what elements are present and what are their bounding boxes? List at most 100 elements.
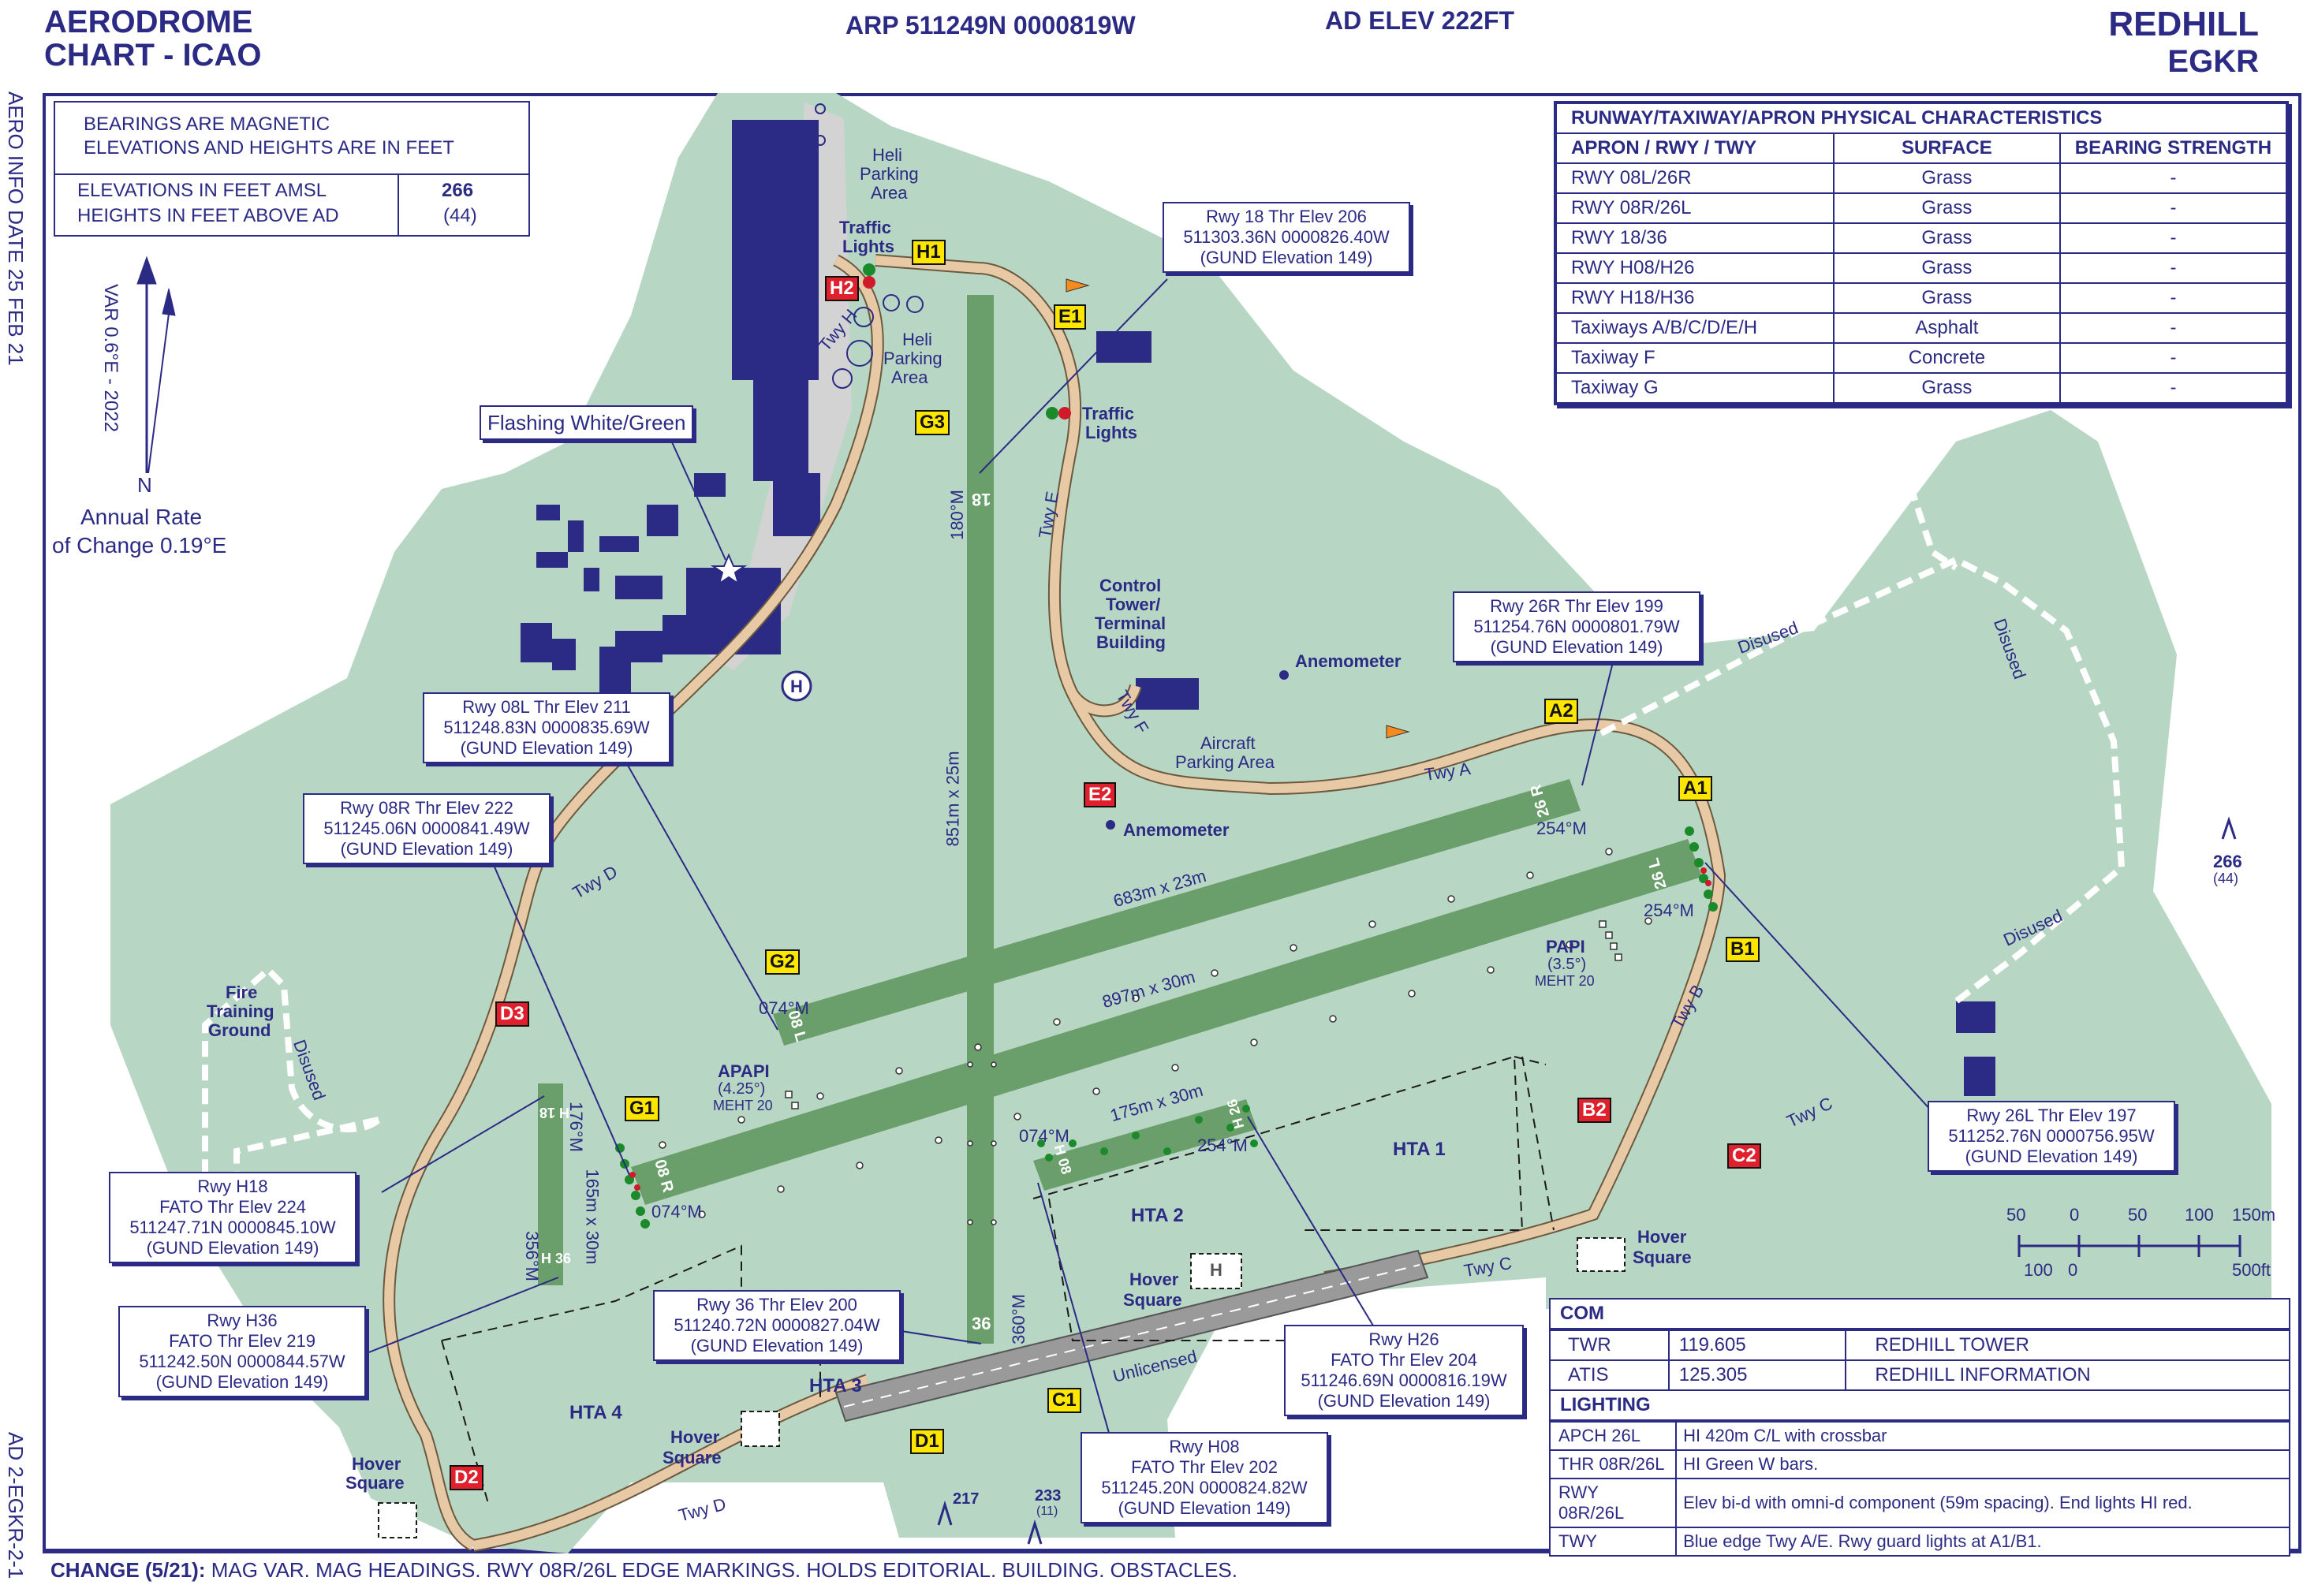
threshold-lights-h08-h26	[1037, 1105, 1258, 1162]
label-rwh26: H 26	[1223, 1097, 1248, 1131]
table-cell: -	[2059, 342, 2288, 374]
label-traffic2b: Lights	[1085, 423, 1137, 442]
hold-H2: H2	[825, 276, 859, 301]
hold-C1: C1	[1047, 1388, 1081, 1413]
table-cell: THR 08R/26L	[1551, 1449, 1678, 1479]
table-cell: RWY 08L/26R	[1555, 162, 1835, 194]
label-anemometer1: Anemometer	[1295, 651, 1402, 671]
label-dim683: 683m x 23m	[1110, 865, 1209, 912]
table-cell: Grass	[1832, 222, 2061, 254]
label-brg254b: 254°M	[1644, 901, 1694, 920]
runway-08r-26l	[631, 839, 1702, 1205]
label-obs217: 217	[953, 1490, 980, 1508]
physical-title: RUNWAY/TAXIWAY/APRON PHYSICAL CHARACTERI…	[1555, 103, 2287, 134]
label-hta2: HTA 2	[1131, 1205, 1184, 1226]
table-cell: -	[2059, 192, 2288, 224]
annual-rate-1: Annual Rate	[80, 505, 203, 529]
label-fire2: Training	[207, 1001, 274, 1021]
label-hover4a: Hover	[352, 1454, 401, 1474]
label-hover1a: Hover	[1129, 1270, 1179, 1289]
callout-rwyh18: Rwy H18 FATO Thr Elev 224 511247.71N 000…	[109, 1172, 356, 1263]
table-cell: Grass	[1832, 162, 2061, 194]
hold-E2: E2	[1084, 782, 1117, 807]
table-cell: ATIS	[1551, 1359, 1670, 1391]
label-brg360: 360°M	[1008, 1294, 1028, 1344]
label-brg254a: 254°M	[1536, 819, 1587, 838]
callout-rwy26r-line1: Rwy 26R Thr Elev 199	[1490, 596, 1663, 616]
scale-m-0: 50	[2006, 1205, 2026, 1225]
annual-rate-2: of Change 0.19°E	[52, 533, 227, 557]
label-tower2: Tower/	[1106, 595, 1161, 614]
callout-rwy18: Rwy 18 Thr Elev 206 511303.36N 0000826.4…	[1163, 202, 1410, 273]
table-cell: RWY 08R/26L	[1555, 192, 1835, 224]
label-hover4b: Square	[345, 1473, 405, 1493]
label-fire3: Ground	[208, 1020, 271, 1040]
physical-characteristics-table: RUNWAY/TAXIWAY/APRON PHYSICAL CHARACTERI…	[1555, 103, 2288, 404]
arp-label: ARP 511249N 0000819W	[845, 11, 1136, 39]
callout-rwyh36-line1: Rwy H36	[207, 1311, 278, 1330]
label-brg180: 180°M	[946, 490, 967, 540]
label-hta3: HTA 3	[809, 1375, 862, 1396]
table-cell: REDHILL TOWER	[1845, 1329, 2289, 1361]
label-traffic2a: Traffic	[1082, 404, 1135, 423]
label-dim851: 851m x 25m	[942, 751, 963, 847]
callout-rwy36-line3: (GUND Elevation 149)	[690, 1336, 864, 1355]
callout-rwy26l: Rwy 26L Thr Elev 197 511252.76N 0000756.…	[1928, 1101, 2175, 1172]
table-cell: Asphalt	[1832, 312, 2061, 344]
table-cell: Concrete	[1832, 342, 2061, 374]
flashing-label: Flashing White/Green	[487, 411, 686, 434]
table-cell: Elev bi-d with omni-d component (59m spa…	[1675, 1478, 2289, 1528]
table-cell: 125.305	[1667, 1359, 1847, 1391]
physical-header-1: APRON / RWY / TWY	[1555, 132, 1835, 164]
runway-08l-26r	[773, 779, 1581, 1046]
table-cell: Grass	[1832, 282, 2061, 314]
label-helipad: H	[790, 677, 803, 696]
callout-rwyh26-line1: Rwy H26	[1368, 1329, 1439, 1349]
callout-rwyh18-line4: (GUND Elevation 149)	[146, 1238, 319, 1258]
table-cell: TWY	[1551, 1527, 1678, 1555]
label-rw36: 36	[972, 1314, 991, 1333]
label-papi1: PAPI	[1546, 937, 1585, 956]
aerodrome-icao: EGKR	[2167, 44, 2259, 79]
callout-rwyh26: Rwy H26 FATO Thr Elev 204 511246.69N 000…	[1284, 1325, 1524, 1416]
lighting-title: LIGHTING	[1551, 1391, 2289, 1421]
label-twy-c1: Twy C	[1783, 1093, 1836, 1132]
label-rwh08: H 08	[1051, 1143, 1075, 1176]
table-cell: Grass	[1832, 252, 2061, 284]
label-heli1b: Parking	[860, 164, 919, 184]
label-heli2b: Parking	[883, 349, 942, 368]
hold-B2: B2	[1577, 1098, 1611, 1123]
notes-divider	[55, 173, 528, 175]
threshold-lights-08r	[615, 1143, 650, 1229]
table-cell: -	[2059, 222, 2288, 254]
callout-rwyh18-line2: FATO Thr Elev 224	[159, 1197, 306, 1217]
traffic-light-glyphs	[863, 263, 1071, 420]
table-cell: -	[2059, 162, 2288, 194]
label-hover-h1: H	[1210, 1260, 1222, 1280]
label-anemometer2: Anemometer	[1123, 820, 1230, 840]
callout-rwy08r-line3: (GUND Elevation 149)	[340, 839, 513, 859]
label-twy-c2: Twy C	[1462, 1252, 1514, 1281]
threshold-lights-26l	[1685, 826, 1718, 912]
callout-rwy26r: Rwy 26R Thr Elev 199 511254.76N 0000801.…	[1453, 591, 1700, 662]
callout-rwy08l-line1: Rwy 08L Thr Elev 211	[462, 697, 631, 717]
red-end-lights	[629, 867, 1711, 1191]
scale-m-2: 50	[2128, 1205, 2148, 1225]
callout-rwy26l-line3: (GUND Elevation 149)	[1965, 1147, 2138, 1166]
callout-rwy08r: Rwy 08R Thr Elev 222 511245.06N 0000841.…	[303, 793, 551, 864]
callout-rwy18-line3: (GUND Elevation 149)	[1200, 248, 1373, 267]
label-papi2: (3.5°)	[1547, 956, 1587, 973]
callout-rwy26r-line2: 511254.76N 0000801.79W	[1473, 617, 1680, 636]
hold-H1: H1	[912, 240, 946, 265]
notes-line2: ELEVATIONS AND HEIGHTS ARE IN FEET	[84, 137, 454, 158]
physical-characteristics-panel: RUNWAY/TAXIWAY/APRON PHYSICAL CHARACTERI…	[1554, 101, 2289, 405]
label-hover2b: Square	[663, 1448, 722, 1467]
